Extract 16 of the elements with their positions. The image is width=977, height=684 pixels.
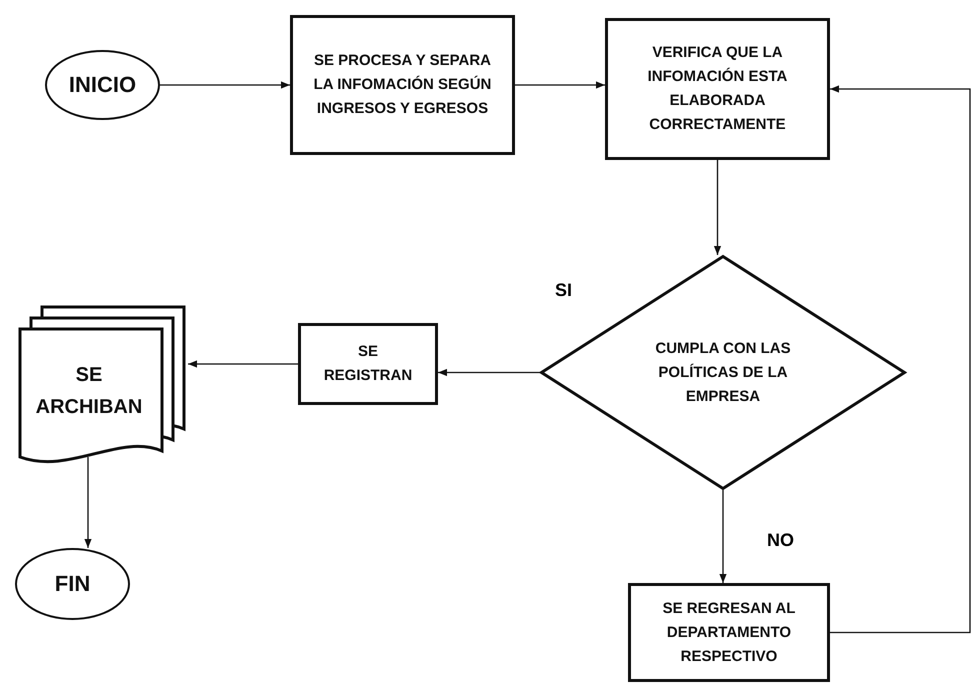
arrow — [160, 81, 290, 89]
arrow — [719, 490, 727, 583]
arrow — [84, 457, 92, 548]
document-text: SE ARCHIBAN — [34, 363, 144, 420]
arrow — [714, 160, 722, 255]
process-box: VERIFICA QUE LA INFOMACIÓN ESTA ELABORADA CORRECTAMENTE — [605, 18, 830, 160]
arrow — [188, 360, 298, 368]
arrow — [438, 368, 540, 376]
process-box: SE REGISTRAN — [298, 323, 438, 405]
terminator-ellipse: INICIO — [45, 50, 160, 120]
arrow — [515, 81, 605, 89]
arrow — [830, 85, 971, 634]
terminator-ellipse: FIN — [15, 548, 130, 620]
process-box: SE REGRESAN AL DEPARTAMENTO RESPECTIVO — [628, 583, 830, 682]
process-box: SE PROCESA Y SEPARA LA INFOMACIÓN SEGÚN INGRESOS Y EGRESOS — [290, 15, 515, 155]
decision-text: CUMPLA CON LAS POLÍTICAS DE LA EMPRESA — [654, 338, 792, 406]
